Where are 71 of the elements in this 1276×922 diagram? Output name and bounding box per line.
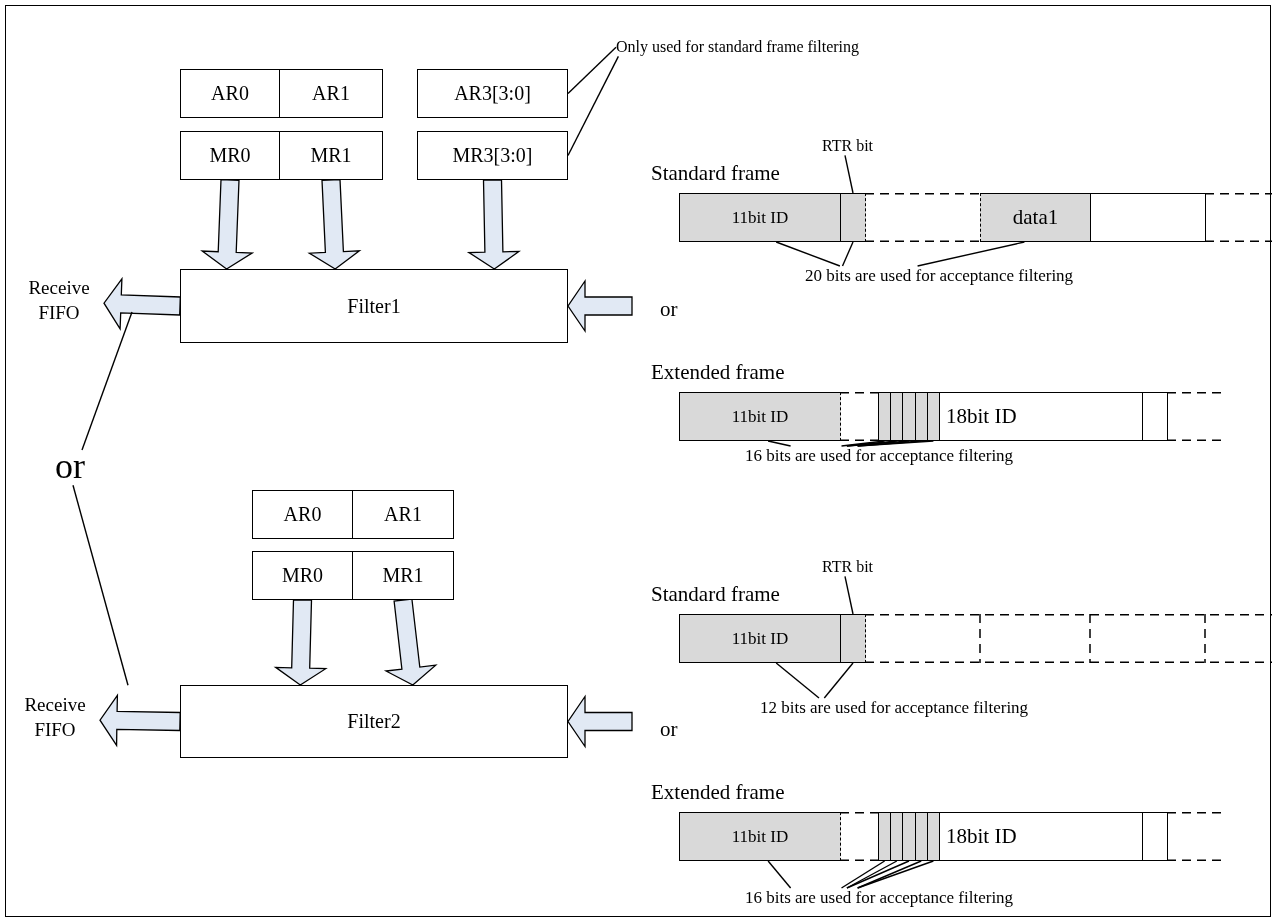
block-arrow [200,179,255,270]
leader-line [846,860,898,889]
annotation-text: RTR bit [822,137,874,156]
annotation-text: 20 bits are used for acceptance filtering [805,266,1074,286]
frame-heading: Standard frame [651,161,780,186]
field-cell [902,392,916,441]
leader-line [841,241,854,267]
block-arrow [307,178,362,270]
annotation-text: Only used for standard frame filtering [616,38,860,57]
leader-line [844,575,854,615]
field-cell: 11bit ID [679,812,841,861]
block-arrow [273,599,328,686]
leader-line [856,860,922,889]
field-cell: 18bit ID [939,812,1143,861]
register-box: AR0 [180,69,280,118]
destination-text: Receive FIFO [14,276,104,326]
register-box: MR1 [352,551,454,600]
leader-line [775,241,841,267]
field-cell: 11bit ID [679,392,841,441]
register-box: AR3[3:0] [417,69,568,118]
frame-heading: Standard frame [651,582,780,607]
destination-text: Receive FIFO [10,693,100,743]
leader-line [775,662,820,699]
field-cell [902,812,916,861]
leader-line [856,860,935,889]
frame-heading: Extended frame [651,360,785,385]
leader-line [567,46,617,95]
field-cell [1142,812,1168,861]
frame-heading: Extended frame [651,780,785,805]
leader-line [767,860,792,889]
field-cell: 18bit ID [939,392,1143,441]
register-box: MR3[3:0] [417,131,568,180]
leader-line [72,484,129,686]
register-box: AR1 [279,69,383,118]
leader-line [567,55,620,157]
leader-line [844,154,854,194]
field-cell: 11bit ID [679,193,841,242]
leader-line [767,440,792,447]
field-cell [840,614,866,663]
block-arrow [567,278,633,334]
block-arrow [103,276,181,331]
register-box: MR0 [180,131,280,180]
leader-line [846,860,910,889]
register-box: AR0 [252,490,353,539]
annotation-text: RTR bit [822,558,874,577]
or-text: or [55,446,85,488]
block-arrow [567,694,633,749]
field-cell: data1 [980,193,1091,242]
leader-line [840,860,886,889]
block-arrow [99,693,181,748]
field-cell [1142,392,1168,441]
register-box: MR1 [279,131,383,180]
leader-line [856,440,935,447]
or-text: or [660,297,678,322]
leader-line [81,311,133,451]
block-arrow [383,598,438,686]
or-text: or [660,717,678,742]
field-cell: 11bit ID [679,614,841,663]
leader-line [823,662,854,699]
field-cell [840,193,866,242]
register-box: MR0 [252,551,353,600]
leader-line [840,440,886,447]
register-box: AR1 [352,490,454,539]
annotation-text: 16 bits are used for acceptance filtering [745,888,1014,908]
filter-box: Filter2 [180,685,568,758]
annotation-text: 16 bits are used for acceptance filtering [745,446,1014,466]
filter-box: Filter1 [180,269,568,343]
field-cell [1090,193,1206,242]
annotation-text: 12 bits are used for acceptance filtering [760,698,1029,718]
leader-line [916,241,1026,267]
block-arrow [466,179,521,270]
